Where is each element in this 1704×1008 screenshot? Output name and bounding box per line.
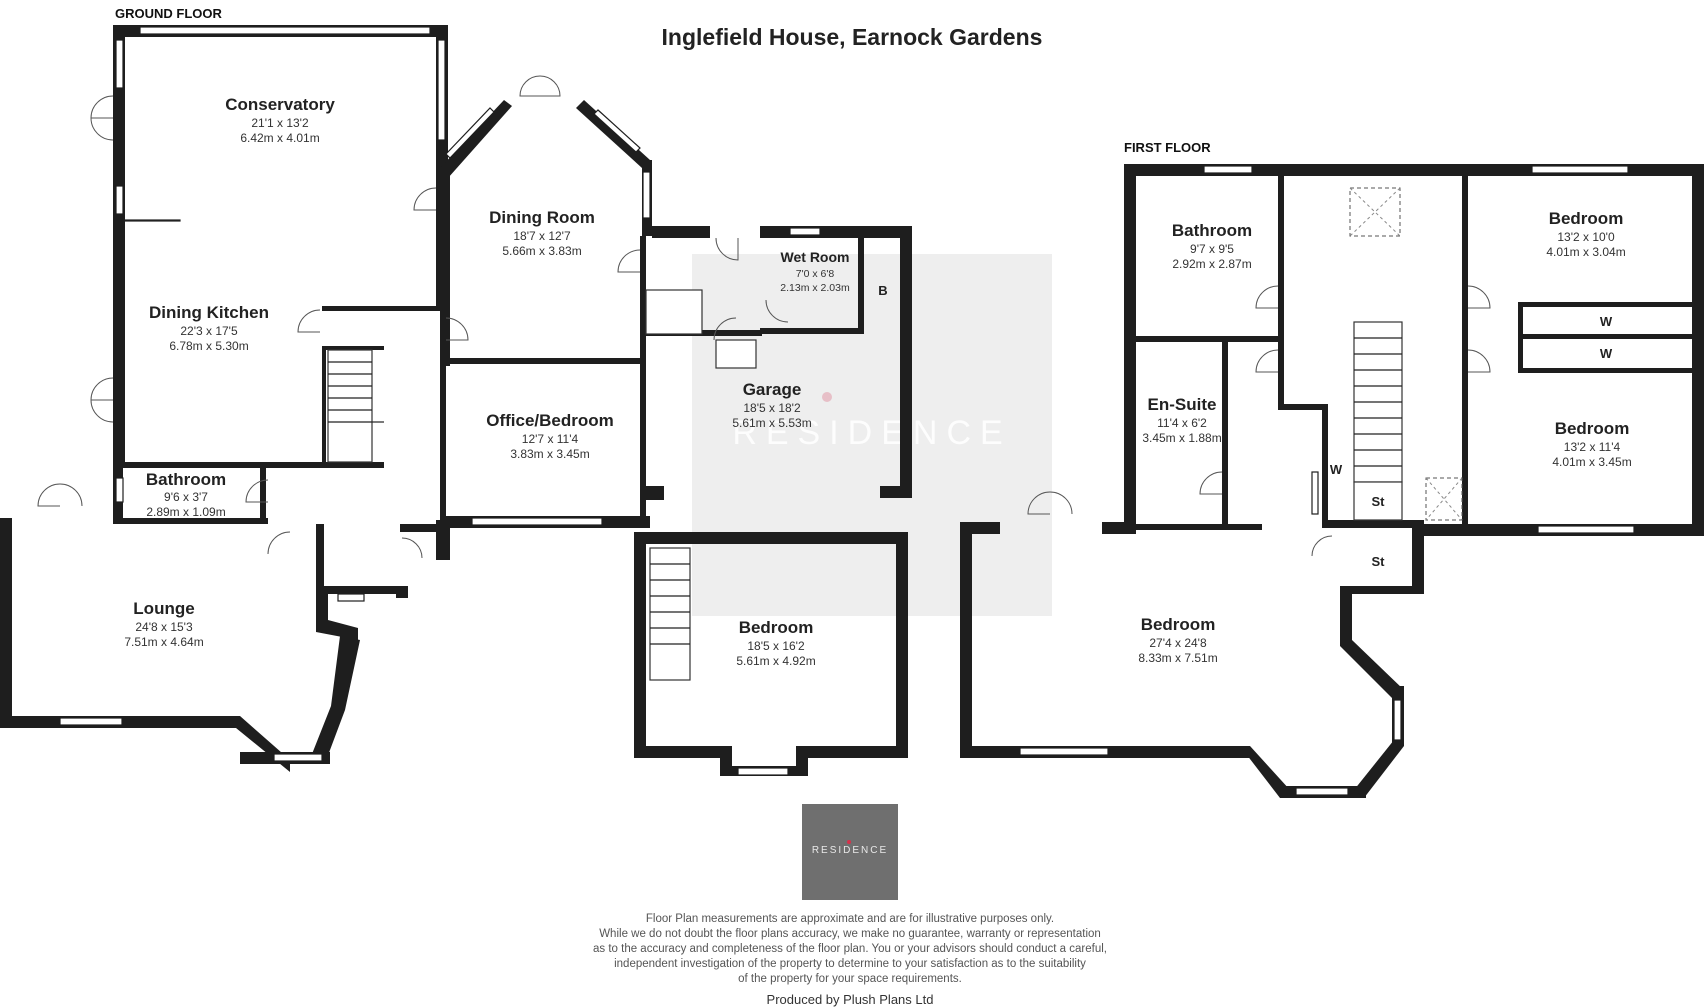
disclaimer-line: of the property for your space requireme… [738, 973, 962, 985]
room-metric: 2.89m x 1.09m [146, 505, 225, 519]
room-metric: 4.01m x 3.45m [1552, 455, 1631, 469]
room-metric: 4.01m x 3.04m [1546, 245, 1625, 259]
room-imperial: 18'7 x 12'7 [513, 229, 571, 243]
room-en-suite: En-Suite 11'4 x 6'2 3.45m x 1.88m [1142, 395, 1221, 445]
first-floor-walls [960, 164, 1704, 798]
wardrobe-mark: W [1600, 346, 1613, 361]
room-imperial: 7'0 x 6'8 [796, 268, 835, 280]
room-metric: 3.83m x 3.45m [510, 447, 589, 461]
ground-floor-stairs [327, 289, 757, 681]
room-dining-room: Dining Room 18'7 x 12'7 5.66m x 3.83m [489, 208, 595, 258]
watermark-text: RESIDENCE [732, 414, 1012, 452]
room-metric: 2.13m x 2.03m [780, 282, 850, 294]
room-imperial: 11'4 x 6'2 [1157, 416, 1207, 430]
watermark-dot [822, 392, 832, 402]
wardrobe-mark: W [1330, 462, 1343, 477]
logo-text: RESIDENCE [811, 845, 889, 856]
disclaimer-line: Floor Plan measurements are approximate … [645, 913, 1055, 925]
room-imperial: 18'5 x 16'2 [747, 639, 805, 653]
room-imperial: 22'3 x 17'5 [180, 324, 238, 338]
disclaimer-line: While we do not doubt the floor plans ac… [599, 928, 1101, 940]
ground-floor-doors [37, 75, 789, 559]
room-imperial: 13'2 x 11'4 [1564, 440, 1621, 454]
credit-line: Produced by Plush Plans Ltd [766, 992, 934, 1007]
store-mark: St [1372, 494, 1386, 509]
room-bedroom-ground: Bedroom 18'5 x 16'2 5.61m x 4.92m [736, 618, 815, 668]
store-mark: St [1372, 554, 1386, 569]
room-bathroom-first: Bathroom 9'7 x 9'5 2.92m x 2.87m [1172, 221, 1252, 271]
room-bedroom-first-1: Bedroom 13'2 x 10'0 4.01m x 3.04m [1546, 209, 1625, 259]
disclaimer-line: independent investigation of the propert… [614, 958, 1086, 970]
room-metric: 6.42m x 4.01m [240, 131, 319, 145]
room-metric: 5.61m x 4.92m [736, 654, 815, 668]
plan-title: Inglefield House, Earnock Gardens [662, 24, 1043, 50]
room-metric: 2.92m x 2.87m [1172, 257, 1251, 271]
disclaimer: Floor Plan measurements are approximate … [530, 912, 1170, 987]
room-imperial: 18'5 x 18'2 [743, 401, 801, 415]
ground-floor-label: GROUND FLOOR [115, 6, 222, 21]
wardrobe-mark: W [1600, 314, 1613, 329]
room-imperial: 21'1 x 13'2 [251, 116, 309, 130]
first-floor-doors [1027, 285, 1491, 557]
first-floor-stairs [1353, 321, 1403, 521]
room-imperial: 12'7 x 11'4 [522, 432, 579, 446]
room-imperial: 24'8 x 15'3 [135, 620, 193, 634]
room-office-bedroom: Office/Bedroom 12'7 x 11'4 3.83m x 3.45m [486, 411, 614, 461]
room-bedroom-first-2: Bedroom 13'2 x 11'4 4.01m x 3.45m [1552, 419, 1631, 469]
room-bedroom-first-main: Bedroom 27'4 x 24'8 8.33m x 7.51m [1138, 615, 1217, 665]
room-bathroom-ground: Bathroom 9'6 x 3'7 2.89m x 1.09m [146, 470, 226, 519]
room-name: Bedroom [1555, 419, 1630, 438]
room-name: Dining Room [489, 208, 595, 227]
room-name: Bathroom [1172, 221, 1252, 240]
room-imperial: 9'6 x 3'7 [164, 490, 208, 504]
disclaimer-line: as to the accuracy and completeness of t… [593, 943, 1107, 955]
room-dining-kitchen: Dining Kitchen 22'3 x 17'5 6.78m x 5.30m [149, 303, 269, 353]
room-name: Bedroom [1141, 615, 1216, 634]
room-name: Bedroom [739, 618, 814, 637]
room-name: En-Suite [1148, 395, 1217, 414]
ground-floor-windows [59, 26, 821, 776]
residence-watermark: RESIDENCE [692, 254, 1052, 616]
room-conservatory: Conservatory 21'1 x 13'2 6.42m x 4.01m [225, 95, 335, 145]
room-garage: Garage 18'5 x 18'2 5.61m x 5.53m [732, 380, 811, 430]
room-imperial: 9'7 x 9'5 [1190, 242, 1234, 256]
room-wet-room: Wet Room 7'0 x 6'8 2.13m x 2.03m [780, 249, 850, 294]
room-name: Dining Kitchen [149, 303, 269, 322]
room-name: Lounge [133, 599, 194, 618]
residence-logo: RESIDENCE [802, 804, 898, 900]
room-name: Garage [743, 380, 802, 399]
skylights [1349, 187, 1463, 521]
first-floor-label: FIRST FLOOR [1124, 140, 1211, 155]
room-imperial: 27'4 x 24'8 [1149, 636, 1207, 650]
room-name: Conservatory [225, 95, 335, 114]
room-name: Bedroom [1549, 209, 1624, 228]
room-metric: 6.78m x 5.30m [169, 339, 248, 353]
boiler-mark: B [878, 283, 887, 298]
room-name: Bathroom [146, 470, 226, 489]
room-metric: 7.51m x 4.64m [124, 635, 203, 649]
room-imperial: 13'2 x 10'0 [1557, 230, 1615, 244]
room-lounge: Lounge 24'8 x 15'3 7.51m x 4.64m [124, 599, 203, 649]
first-floor-windows [1019, 165, 1635, 796]
room-metric: 5.61m x 5.53m [732, 416, 811, 430]
room-name: Wet Room [781, 249, 850, 265]
room-metric: 8.33m x 7.51m [1138, 651, 1217, 665]
logo-dot [847, 840, 851, 844]
room-name: Office/Bedroom [486, 411, 614, 430]
room-metric: 5.66m x 3.83m [502, 244, 581, 258]
room-metric: 3.45m x 1.88m [1142, 431, 1221, 445]
